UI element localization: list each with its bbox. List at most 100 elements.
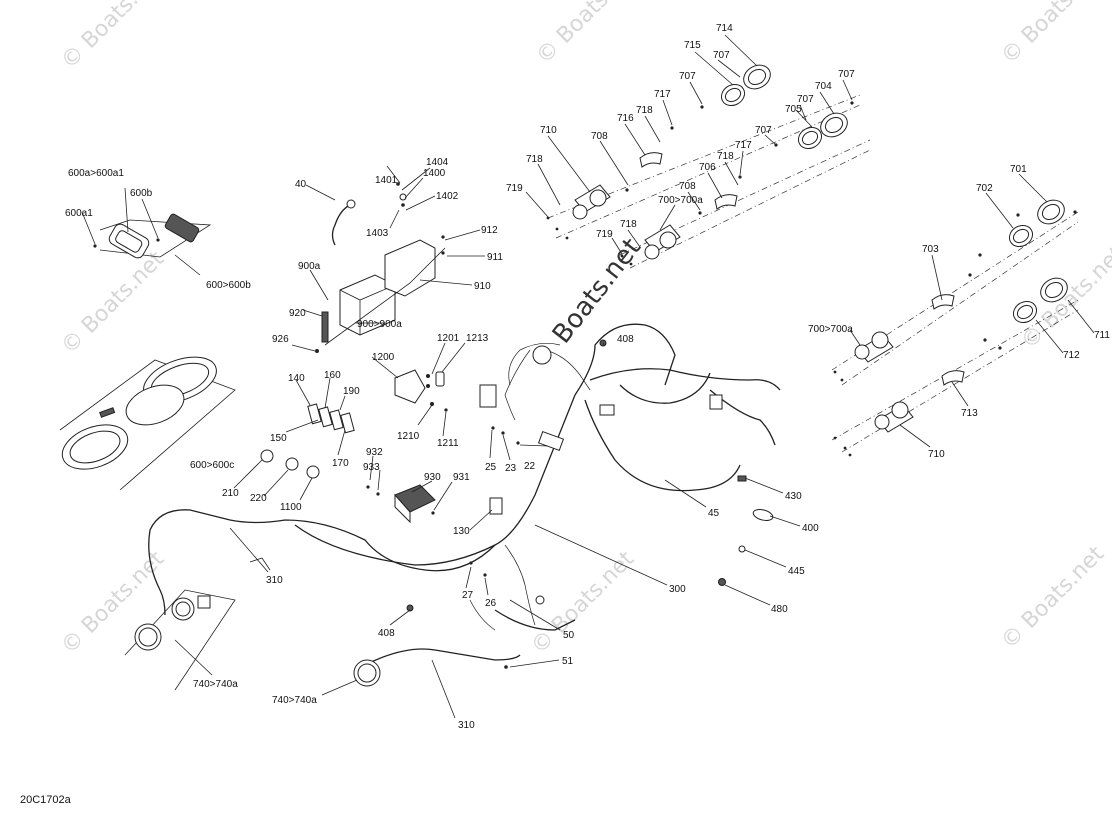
switches-group	[260, 403, 355, 479]
label-23: 23	[505, 463, 517, 474]
label-707-a: 707	[713, 50, 730, 61]
watermark-center: Boats.net	[547, 233, 647, 349]
label-704: 704	[815, 81, 832, 92]
label-718-b: 718	[717, 151, 734, 162]
label-932: 932	[366, 447, 383, 458]
label-45: 45	[708, 508, 720, 519]
label-910: 910	[474, 281, 491, 292]
label-931: 931	[453, 472, 470, 483]
label-220: 220	[250, 493, 267, 504]
label-719-a: 719	[506, 183, 523, 194]
label-718-c: 718	[526, 154, 543, 165]
label-600-600c: 600>600c	[190, 460, 234, 471]
label-714: 714	[716, 23, 733, 34]
label-300: 300	[669, 584, 686, 595]
label-920: 920	[289, 308, 306, 319]
label-1213: 1213	[466, 333, 489, 344]
label-150: 150	[270, 433, 287, 444]
label-170: 170	[332, 458, 349, 469]
lamp-assembly-upper	[546, 64, 871, 269]
label-1200: 1200	[372, 352, 395, 363]
label-210: 210	[222, 488, 239, 499]
label-718-d: 718	[620, 219, 637, 230]
label-900a: 900a	[298, 261, 321, 272]
label-707-e: 707	[755, 125, 772, 136]
label-717-a: 717	[654, 89, 671, 100]
watermark-8: © Boats.net	[997, 541, 1110, 654]
label-445: 445	[788, 566, 805, 577]
label-310-a: 310	[266, 575, 283, 586]
label-716: 716	[617, 113, 634, 124]
label-930: 930	[424, 472, 441, 483]
label-190: 190	[343, 386, 360, 397]
leader-lines	[81, 34, 1095, 719]
watermark-1: © Boats.net	[57, 0, 170, 74]
label-51: 51	[562, 656, 574, 667]
label-1210: 1210	[397, 431, 420, 442]
label-707-b: 707	[679, 71, 696, 82]
label-711: 711	[1094, 330, 1110, 341]
label-600-600b: 600>600b	[206, 280, 251, 291]
label-25: 25	[485, 462, 497, 473]
label-50: 50	[563, 630, 575, 641]
watermark-3: © Boats.net	[997, 0, 1110, 69]
label-708-b: 708	[679, 181, 696, 192]
misc-parts	[406, 339, 774, 612]
label-130: 130	[453, 526, 470, 537]
label-22: 22	[524, 461, 536, 472]
label-700-right: 700>700a	[808, 324, 853, 335]
label-310-b: 310	[458, 720, 475, 731]
watermark-2: © Boats.net	[532, 0, 645, 69]
label-1201: 1201	[437, 333, 460, 344]
label-600b: 600b	[130, 188, 153, 199]
label-933: 933	[363, 462, 380, 473]
label-400: 400	[802, 523, 819, 534]
part-labels: 714 715 707 707 707 704 707 705 717 718 …	[65, 23, 1110, 731]
label-706: 706	[699, 162, 716, 173]
label-1401: 1401	[375, 175, 398, 186]
label-1400: 1400	[423, 168, 446, 179]
label-1403: 1403	[366, 228, 389, 239]
label-1211: 1211	[437, 438, 459, 449]
label-430: 430	[785, 491, 802, 502]
label-710-a: 710	[540, 125, 557, 136]
label-701: 701	[1010, 164, 1027, 175]
label-1404: 1404	[426, 157, 449, 168]
label-1100: 1100	[280, 502, 302, 513]
label-600a-600a1: 600a>600a1	[68, 168, 124, 179]
lamp-assembly-right	[831, 199, 1079, 457]
label-719-b: 719	[596, 229, 613, 240]
label-740-lower: 740>740a	[272, 695, 317, 706]
regulator-group-930	[366, 484, 436, 524]
label-715: 715	[684, 40, 701, 51]
label-702: 702	[976, 183, 993, 194]
label-718-a: 718	[636, 105, 653, 116]
gauge-group-740	[124, 589, 381, 691]
label-26: 26	[485, 598, 497, 609]
label-912: 912	[481, 225, 498, 236]
watermarks: © Boats.net © Boats.net © Boats.net © Bo…	[57, 0, 1112, 659]
label-740-upper: 740>740a	[193, 679, 238, 690]
label-160: 160	[324, 370, 341, 381]
label-717-b: 717	[735, 140, 752, 151]
label-712: 712	[1063, 350, 1080, 361]
bracket-group-1200	[394, 369, 448, 412]
label-707-c: 707	[838, 69, 855, 80]
watermark-4: © Boats.net	[57, 246, 170, 359]
gauge-cluster-600c	[59, 356, 236, 491]
label-911: 911	[487, 252, 503, 263]
label-27: 27	[462, 590, 474, 601]
label-707-d: 707	[797, 94, 814, 105]
label-703: 703	[922, 244, 939, 255]
label-700-upper: 700>700a	[658, 195, 703, 206]
label-480: 480	[771, 604, 788, 615]
label-140: 140	[288, 373, 305, 384]
label-408-a: 408	[617, 334, 634, 345]
label-705: 705	[785, 104, 802, 115]
label-710-b: 710	[928, 449, 945, 460]
label-713: 713	[961, 408, 978, 419]
label-408-b: 408	[378, 628, 395, 639]
label-600a1: 600a1	[65, 208, 93, 219]
label-926: 926	[272, 334, 289, 345]
